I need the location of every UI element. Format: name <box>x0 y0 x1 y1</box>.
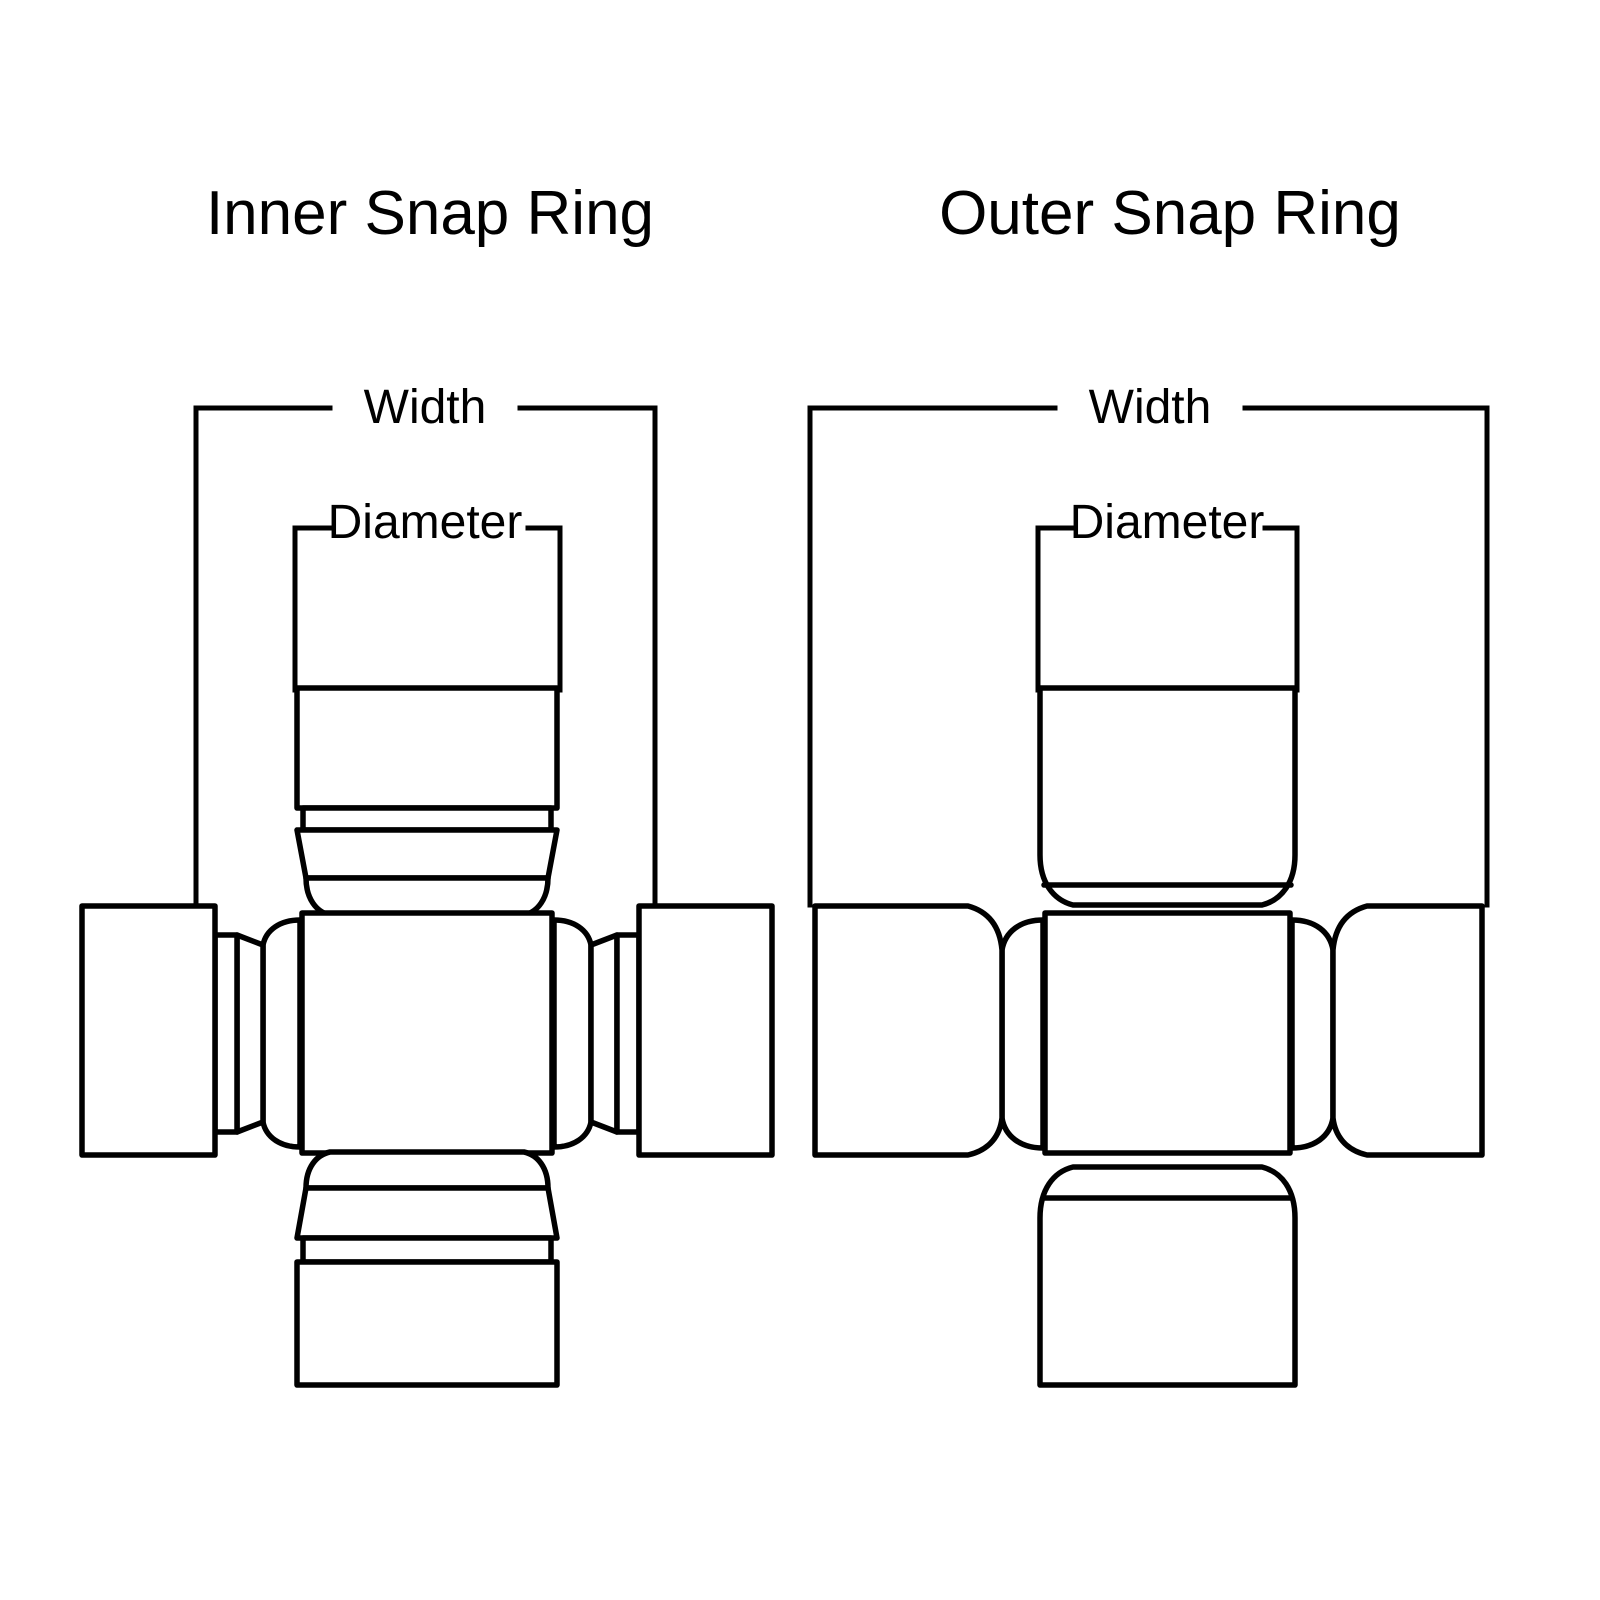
panel-title-outer-label: Outer Snap Ring <box>939 179 1401 248</box>
top-shoulder-inner <box>294 827 560 881</box>
left-seat-outer <box>999 917 1046 1151</box>
top-snap-ring-band-inner <box>300 805 554 833</box>
cross-body-outer <box>1042 910 1293 1156</box>
panel-title-inner: Inner Snap Ring <box>0 178 860 250</box>
outer-snap-ring-drawing <box>807 405 1490 1388</box>
left-shoulder-inner <box>234 932 266 1135</box>
left-seat-inner <box>260 917 303 1150</box>
top-seat-inner <box>303 875 551 918</box>
width-label-outer: Width <box>1088 381 1212 434</box>
bottom-cap-body-inner <box>294 1259 560 1388</box>
right-arm-body-outer <box>1330 903 1485 1158</box>
panel-title-inner-label: Inner Snap Ring <box>205 179 655 248</box>
right-seat-outer <box>1289 917 1336 1151</box>
bottom-snap-ring-band-inner <box>300 1235 554 1265</box>
top-cap-body-outer <box>1037 685 1298 908</box>
top-cap-body-inner <box>294 685 560 811</box>
inner-snap-ring-drawing <box>79 405 775 1388</box>
right-snap-ring-band-inner <box>614 932 642 1135</box>
diameter-dimension-inner <box>292 525 563 693</box>
diameter-label-outer: Diameter <box>1069 496 1265 549</box>
right-seat-inner <box>551 917 594 1150</box>
diameter-label-inner: Diameter <box>327 496 523 549</box>
left-arm-body-inner <box>79 903 218 1158</box>
left-snap-ring-band-inner <box>212 932 240 1135</box>
diameter-dimension-outer <box>1035 525 1300 693</box>
bottom-seat-inner <box>303 1149 551 1191</box>
width-label-inner: Width <box>363 381 487 434</box>
cross-body-inner <box>299 910 555 1156</box>
right-arm-body-inner <box>636 903 775 1158</box>
bottom-shoulder-inner <box>294 1185 560 1241</box>
left-arm-body-outer <box>812 903 1005 1158</box>
bottom-cap-body-outer <box>1037 1164 1298 1388</box>
panel-title-outer: Outer Snap Ring <box>740 178 1600 250</box>
right-shoulder-inner <box>588 932 620 1135</box>
width-dimension-outer <box>807 405 1490 908</box>
